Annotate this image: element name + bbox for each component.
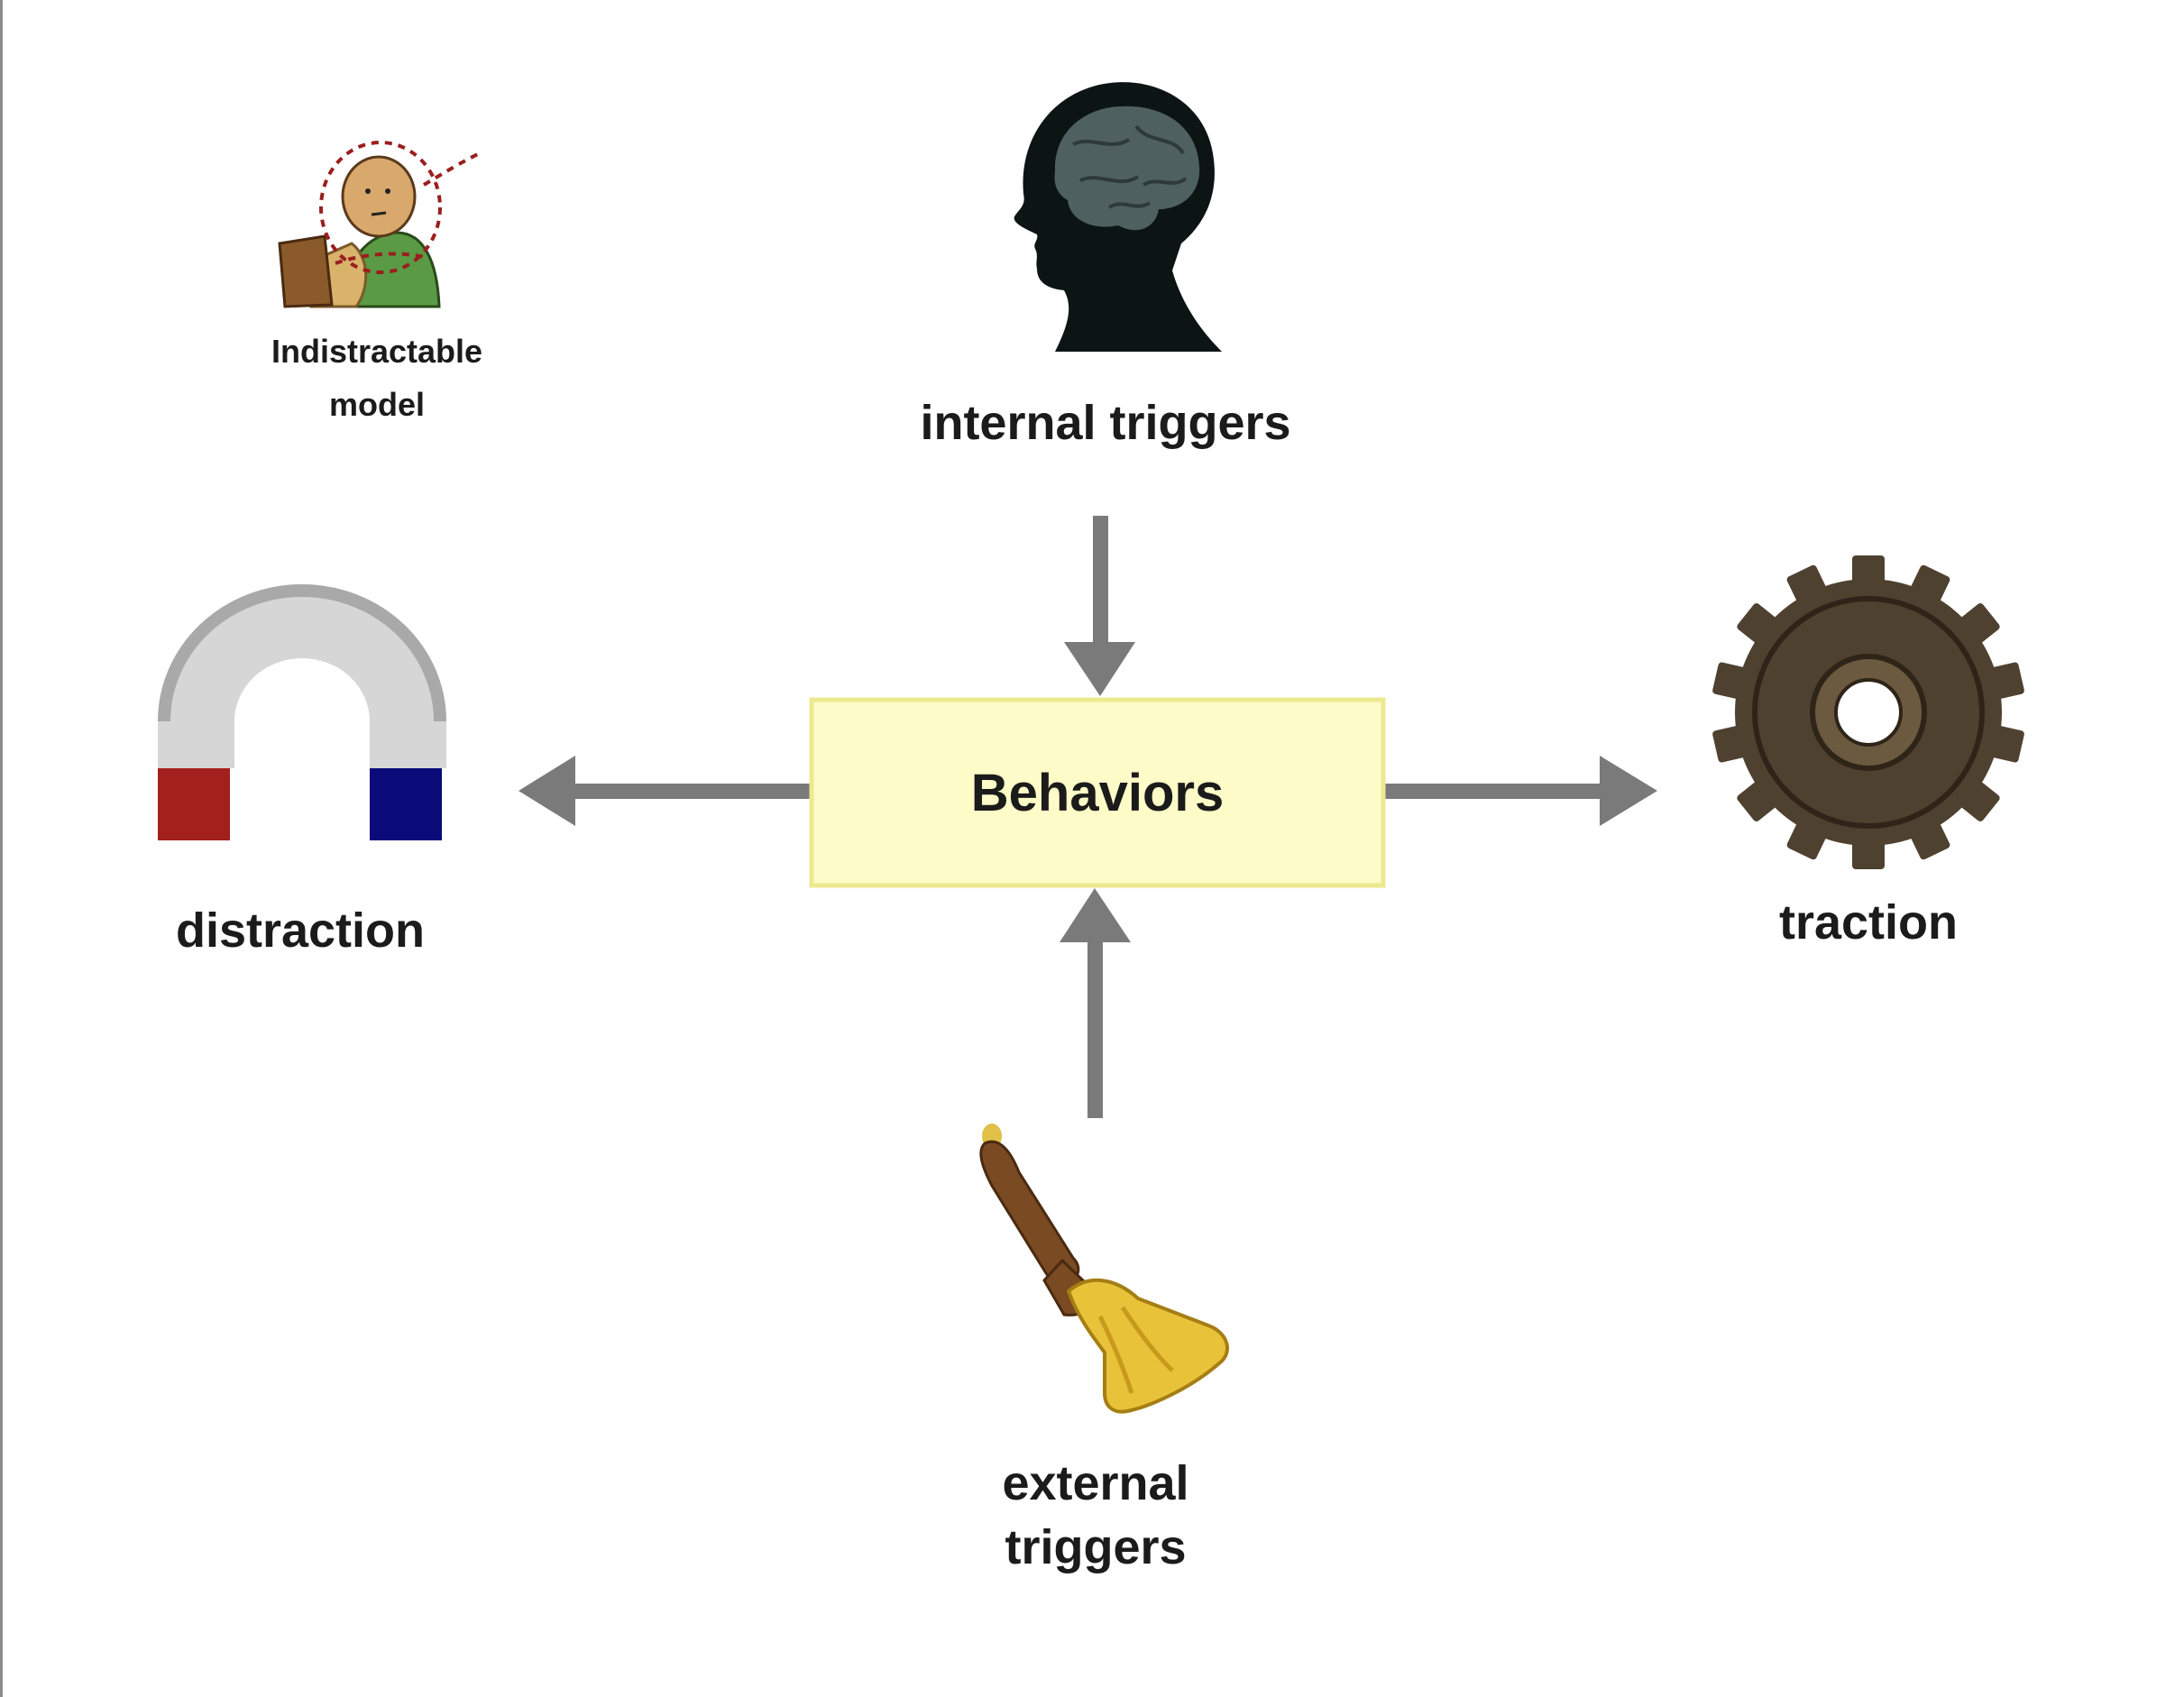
arrow-internal-to-behaviors [1064,516,1135,696]
gear-icon [1712,555,2024,869]
horseshoe-magnet-icon [158,584,446,840]
indistractable-line-2: model [328,386,426,424]
traction-label: traction [1778,895,1959,949]
frame-left-edge [0,0,3,1697]
external-triggers-line-1: external [1002,1456,1189,1510]
arrow-behaviors-to-distraction [518,756,810,826]
arrow-behaviors-to-traction [1383,756,1657,826]
distraction-label: distraction [175,904,426,958]
behaviors-box [809,697,1386,888]
indistractable-line-1: Indistractable [271,333,483,370]
reading-person-icon [278,141,481,308]
head-brain-icon [1014,82,1222,352]
external-triggers-label: external triggers [1002,1452,1188,1581]
external-triggers-line-2: triggers [1005,1520,1187,1575]
behaviors-label: Behaviors [970,764,1225,822]
internal-triggers-label: internal triggers [920,396,1291,450]
arrow-external-to-behaviors [1060,888,1131,1118]
hand-bell-icon [979,1124,1229,1414]
indistractable-model-label: Indistractable model [271,325,482,432]
